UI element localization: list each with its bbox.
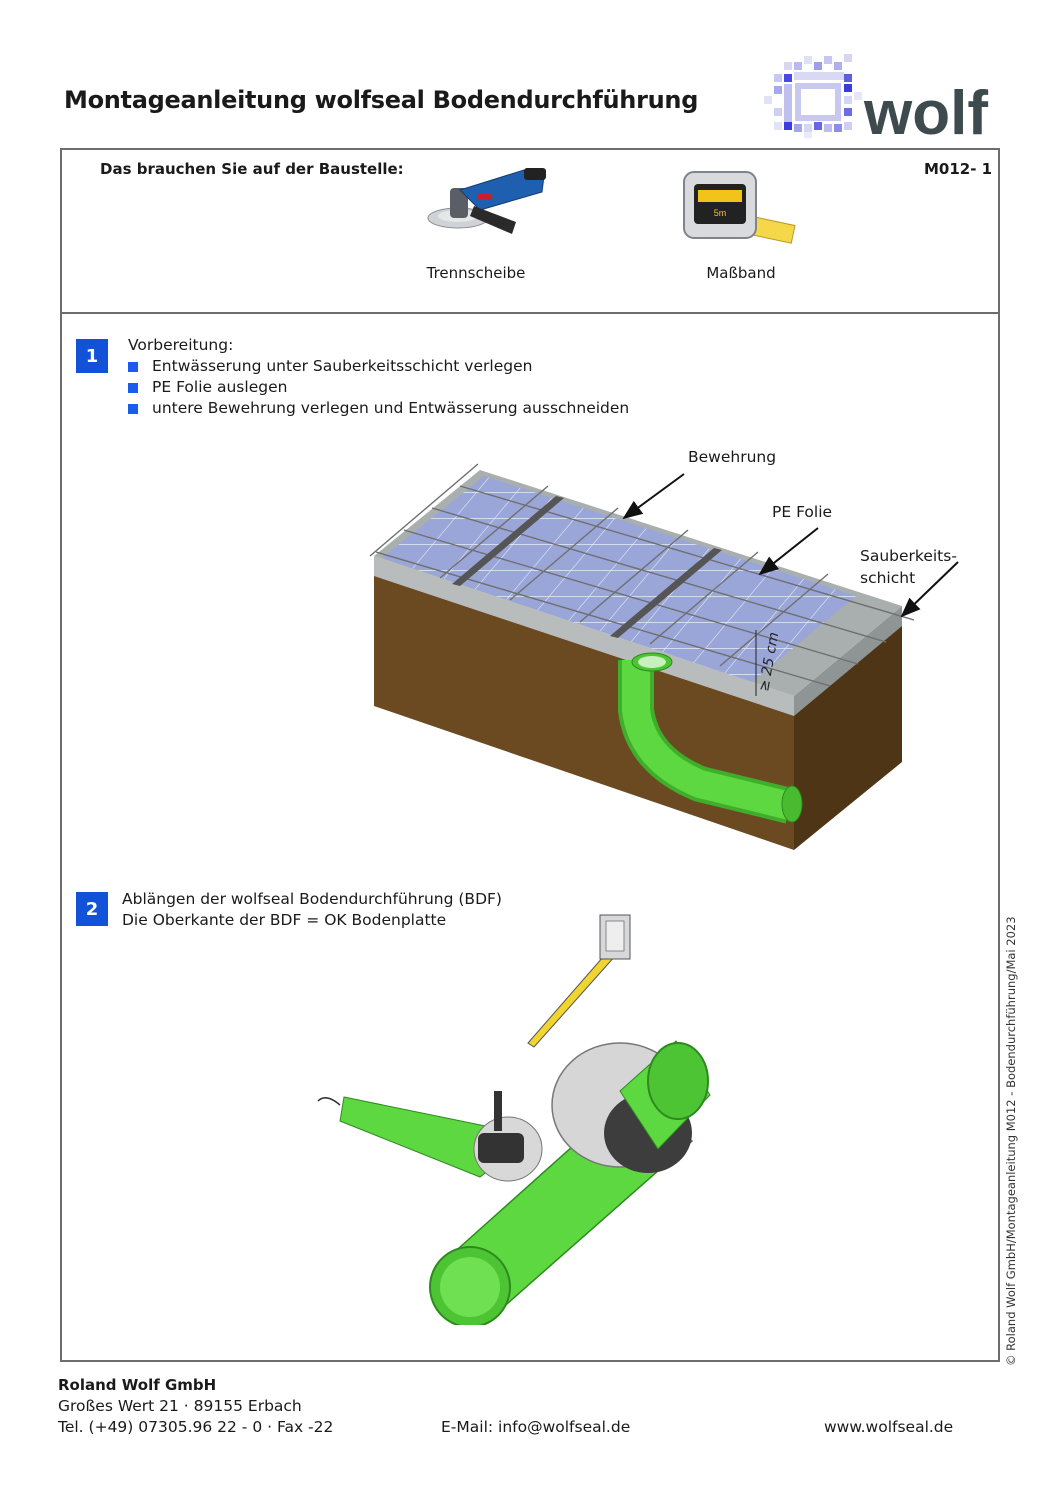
step-1-bullet: Entwässerung unter Sauberkeitsschicht ve… — [128, 356, 629, 377]
step-1-bullet-text: Entwässerung unter Sauberkeitsschicht ve… — [152, 357, 533, 375]
angle-grinder-icon — [420, 160, 552, 252]
spacer-strip — [452, 496, 564, 586]
arrow-sauberkeitsschicht — [900, 561, 959, 618]
document-id: M012- 1 — [924, 160, 993, 178]
step-1-intro: Vorbereitung: — [128, 336, 234, 354]
footer-phone: Tel. (+49) 07305.96 22 - 0 · Fax -22 — [58, 1418, 334, 1436]
content-frame — [60, 148, 1000, 1362]
foundation-illustration: ≥ 25 cm — [360, 440, 980, 864]
label-bewehrung: Bewehrung — [688, 448, 777, 466]
page-title: Montageanleitung wolfseal Bodendurchführ… — [64, 86, 699, 114]
arrow-bewehrung — [622, 473, 685, 520]
bullet-square-icon — [128, 403, 138, 414]
step-1-instructions: Vorbereitung: Entwässerung unter Sauberk… — [128, 335, 629, 419]
footer-company: Roland Wolf GmbH — [58, 1376, 217, 1394]
step-1-bullet: PE Folie auslegen — [128, 377, 629, 398]
label-sauberkeit-line2: schicht — [860, 569, 916, 587]
svg-text:5m: 5m — [714, 208, 727, 218]
step-1-badge: 1 — [76, 339, 108, 373]
cutting-illustration — [300, 905, 730, 1329]
soil-side-face — [794, 616, 902, 850]
footer-address: Großes Wert 21 · 89155 Erbach — [58, 1397, 302, 1415]
step-1-bullet-text: untere Bewehrung verlegen und Entwässeru… — [152, 399, 630, 417]
step-1-bullet: untere Bewehrung verlegen und Entwässeru… — [128, 398, 629, 419]
label-sauberkeit-line1: Sauberkeits- — [860, 547, 957, 565]
step-2-instructions: Ablängen der wolfseal Bodendurchführung … — [122, 889, 502, 931]
angle-grinder-drawing — [317, 1091, 543, 1182]
step-2-badge: 2 — [76, 892, 108, 926]
label-sauberkeitsschicht: Sauberkeits- schicht — [860, 545, 957, 589]
bullet-square-icon — [128, 382, 138, 393]
footer-email-link[interactable]: E-Mail: info@wolfseal.de — [441, 1418, 631, 1436]
drainage-pipe — [618, 652, 803, 824]
tool-label-grinder: Trennscheibe — [426, 264, 526, 282]
logo-wordmark: wolf — [863, 79, 988, 138]
blinding-layer-front — [374, 556, 794, 716]
arrow-pe-folie — [758, 527, 819, 576]
wolf-logo: wolf — [762, 52, 998, 148]
section-divider — [60, 312, 1000, 314]
tape-measure-drawing — [527, 914, 631, 1048]
step-1-bullet-text: PE Folie auslegen — [152, 378, 288, 396]
footer-website-link[interactable]: www.wolfseal.de — [824, 1418, 954, 1436]
copyright-notice: © Roland Wolf GmbH/Montageanleitung M012… — [1004, 916, 1018, 1366]
bdf-pipe-drawing — [429, 1040, 711, 1328]
step-2-line2: Die Oberkante der BDF = OK Bodenplatte — [122, 911, 447, 929]
logo-pixel-mark — [764, 54, 862, 138]
label-pe-folie: PE Folie — [772, 503, 833, 521]
tape-measure-icon: 5m — [680, 166, 800, 254]
requirements-heading: Das brauchen Sie auf der Baustelle: — [100, 160, 404, 178]
bullet-square-icon — [128, 361, 138, 372]
spacer-strip — [610, 548, 722, 638]
reinforcement-bars — [369, 463, 915, 687]
tool-label-tape: Maßband — [706, 264, 776, 282]
step-2-line1: Ablängen der wolfseal Bodendurchführung … — [122, 890, 502, 908]
